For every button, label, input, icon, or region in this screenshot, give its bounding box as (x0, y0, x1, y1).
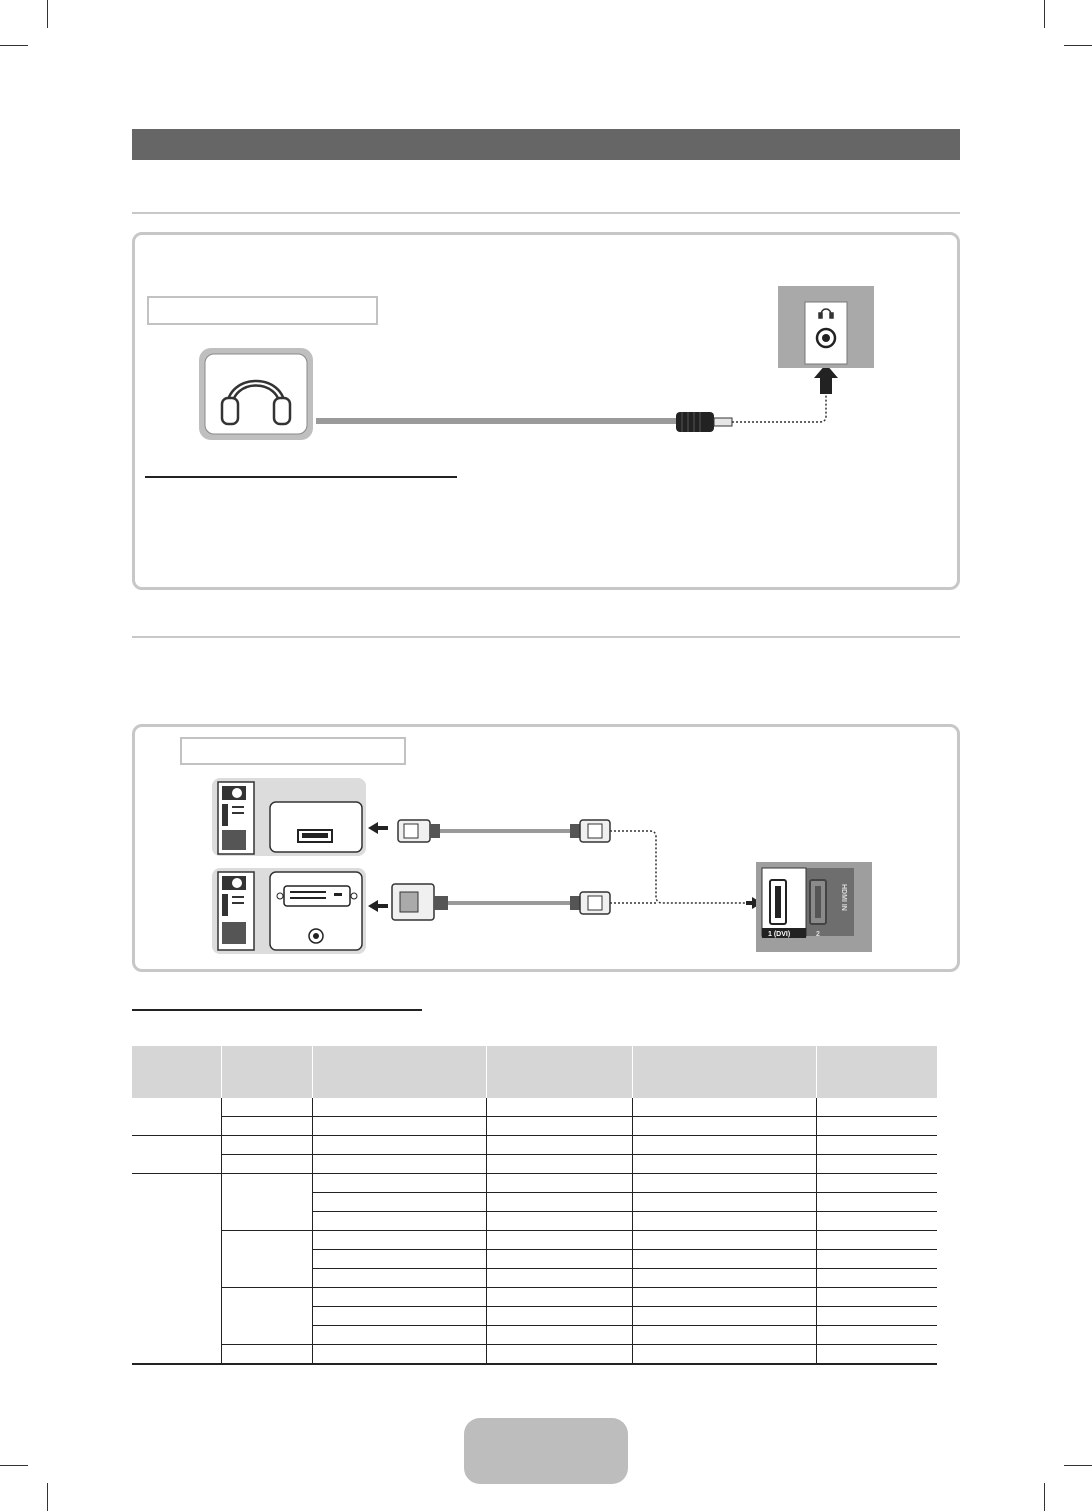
pc-tower-icon (217, 871, 255, 951)
dvi-to-hdmi-cable (391, 883, 611, 921)
section-header-bar (132, 129, 960, 160)
crop-mark (47, 1483, 48, 1511)
headphones-label-box (147, 296, 378, 325)
page-number-tab (464, 1418, 628, 1484)
section-rule (132, 636, 960, 638)
arrow-left-icon (368, 900, 388, 912)
table-row (132, 1192, 937, 1212)
connection-dotted-line (610, 830, 748, 904)
crop-mark (1064, 1465, 1092, 1466)
table-row (132, 1268, 937, 1288)
headphone-port-icon (818, 308, 834, 319)
hdmi-port-2-label: 2 (816, 931, 820, 938)
display-modes-heading-underline (132, 1009, 422, 1011)
headphone-cable (316, 418, 676, 424)
table-header-row (132, 1046, 937, 1098)
table-row (132, 1344, 937, 1365)
table-row (132, 1230, 937, 1288)
crop-mark (1044, 1483, 1045, 1511)
connection-dotted-line (732, 388, 827, 423)
audio-port-icon (308, 928, 324, 944)
column-header (485, 1046, 632, 1098)
headphones-icon (220, 379, 292, 426)
table-row (132, 1116, 937, 1136)
hdmi-port-1-icon (769, 879, 787, 925)
column-header (631, 1046, 816, 1098)
table-row (132, 1135, 937, 1174)
crop-mark (0, 1465, 28, 1466)
crop-mark (47, 0, 48, 28)
crop-mark (0, 45, 28, 46)
column-header (132, 1046, 221, 1098)
hdmi-port-1-label: 1 (DVI) (768, 931, 790, 938)
pc-connection-diagram: 1 (DVI) 2 HDMI IN (212, 778, 872, 954)
section-rule (132, 212, 960, 214)
table-row (132, 1154, 937, 1174)
arrow-up-icon (814, 364, 838, 394)
arrow-left-icon (368, 822, 388, 834)
table-row (132, 1249, 937, 1269)
crop-mark (1064, 45, 1092, 46)
hdmi-port-2-icon (809, 879, 827, 925)
pc-tower-icon (217, 781, 255, 855)
table-row (132, 1287, 937, 1345)
table-row (132, 1211, 937, 1231)
headphone-jack-plug (676, 412, 733, 432)
hdmi-to-hdmi-cable (397, 819, 611, 843)
table-row (132, 1306, 937, 1326)
pc-label-box (180, 737, 406, 765)
table-row (132, 1173, 937, 1365)
column-header (220, 1046, 312, 1098)
crop-mark (1044, 0, 1045, 28)
column-header (311, 1046, 486, 1098)
table-row (132, 1325, 937, 1345)
display-modes-table (132, 1046, 937, 1365)
headphones-subheading-underline (145, 476, 457, 478)
hdmi-port-icon (297, 829, 333, 843)
headphones-diagram (199, 286, 874, 440)
hdmi-in-label: HDMI IN (840, 884, 847, 911)
column-header (815, 1046, 937, 1098)
table-row (132, 1098, 937, 1136)
dvi-port-icon (276, 885, 358, 907)
